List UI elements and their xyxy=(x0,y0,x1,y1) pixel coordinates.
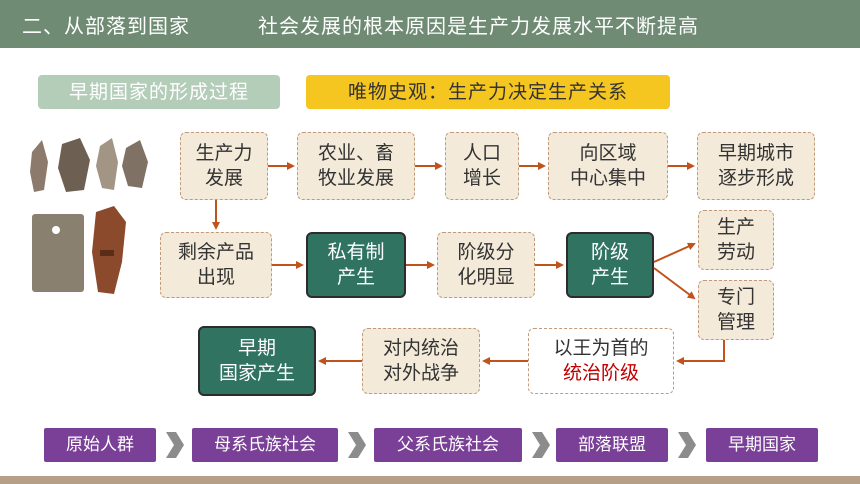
stage-patriarchal: 父系氏族社会 xyxy=(374,428,522,462)
private-property-box: 私有制产生 xyxy=(306,232,406,298)
header-bar: 二、从部落到国家 社会发展的根本原因是生产力发展水平不断提高 xyxy=(0,0,860,48)
class-division-box: 阶级分化明显 xyxy=(437,232,535,298)
section-subtitle: 社会发展的根本原因是生产力发展水平不断提高 xyxy=(258,14,699,38)
agriculture-box: 农业、畜牧业发展 xyxy=(297,132,415,200)
rule-box: 对内统治对外战争 xyxy=(362,328,480,394)
chevron-right-icon xyxy=(348,432,366,458)
population-box: 人口增长 xyxy=(445,132,519,200)
stone-tools-image xyxy=(30,138,148,294)
king-box: 以王为首的统治阶级 xyxy=(528,328,674,394)
management-box: 专门管理 xyxy=(698,280,774,340)
chevron-right-icon xyxy=(532,432,550,458)
stage-primitive: 原始人群 xyxy=(44,428,156,462)
chevron-right-icon xyxy=(678,432,696,458)
stage-tribal-alliance: 部落联盟 xyxy=(556,428,668,462)
region-box: 向区域中心集中 xyxy=(548,132,668,200)
stage-early-state: 早期国家 xyxy=(706,428,818,462)
section-title: 二、从部落到国家 xyxy=(22,14,190,38)
productivity-box: 生产力发展 xyxy=(180,132,268,200)
state-box: 早期国家产生 xyxy=(198,326,316,396)
materialism-tag: 唯物史观：生产力决定生产关系 xyxy=(306,75,670,109)
class-box: 阶级产生 xyxy=(566,232,654,298)
labor-box: 生产劳动 xyxy=(698,210,774,270)
formation-tag: 早期国家的形成过程 xyxy=(38,75,280,109)
surplus-box: 剩余产品出现 xyxy=(160,232,272,298)
chevron-right-icon xyxy=(166,432,184,458)
cities-box: 早期城市逐步形成 xyxy=(697,132,815,200)
stage-matriarchal: 母系氏族社会 xyxy=(192,428,338,462)
footer-bar xyxy=(0,476,860,484)
